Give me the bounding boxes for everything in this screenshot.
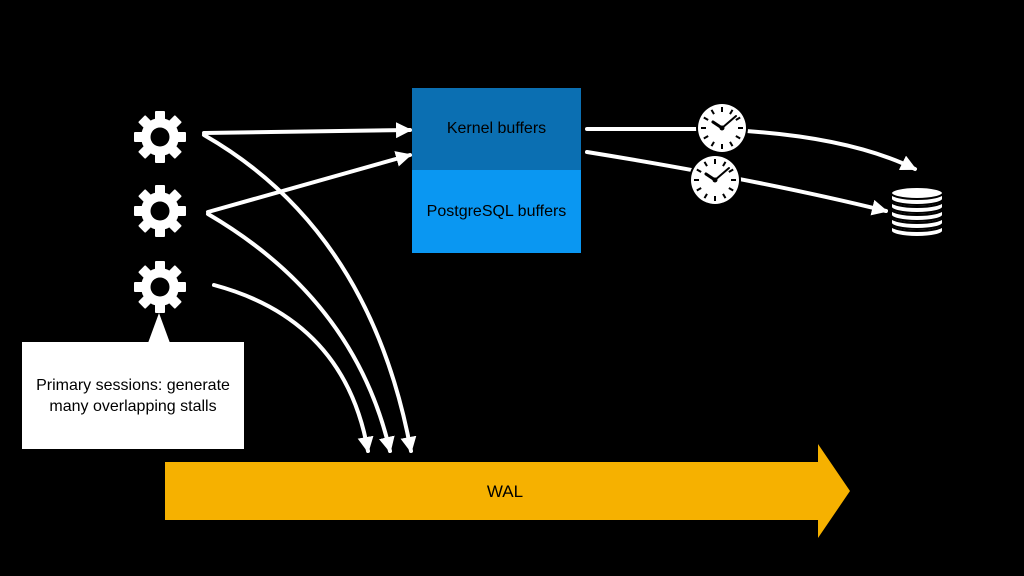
arrow-session3-to-wal xyxy=(212,283,374,453)
callout-line-2: many overlapping stalls xyxy=(49,398,217,415)
arrow-kernel-to-disk-2 xyxy=(585,150,888,216)
arrow-session2-to-kernel xyxy=(206,151,412,214)
callout-line-1: Primary sessions: generate xyxy=(36,377,230,394)
clock-icon xyxy=(694,100,750,156)
postgresql-buffers-box xyxy=(412,170,581,253)
database-icon xyxy=(890,186,944,238)
arrow-session2-to-wal xyxy=(206,212,395,453)
wal-arrow xyxy=(165,444,850,538)
callout-text: Primary sessions: generate many overlapp… xyxy=(22,343,244,449)
gear-icon xyxy=(134,111,186,163)
gear-icon xyxy=(134,261,186,313)
clock-icon xyxy=(687,152,743,208)
arrow-session1-to-kernel xyxy=(202,122,412,139)
kernel-buffers-label: Kernel buffers xyxy=(446,120,547,137)
wal-label: WAL xyxy=(486,482,524,501)
postgresql-buffers-label: PostgreSQL buffers xyxy=(426,202,567,220)
gear-icon xyxy=(134,185,186,237)
arrow-session1-to-wal xyxy=(202,133,417,453)
kernel-buffers-box xyxy=(412,88,581,170)
arrow-kernel-to-disk-1 xyxy=(585,127,917,171)
callout-bubble xyxy=(22,313,244,449)
